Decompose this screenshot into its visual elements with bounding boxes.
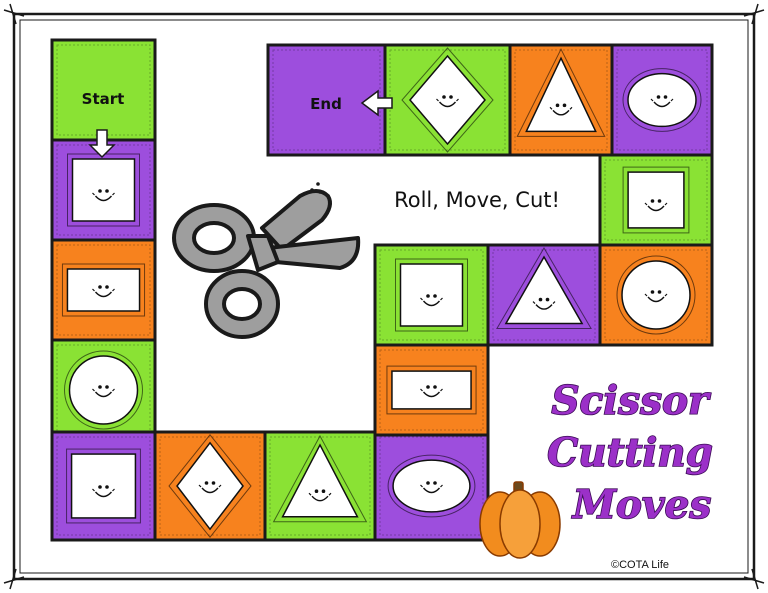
square-shape-icon — [66, 448, 141, 524]
square-shape-icon — [395, 258, 468, 332]
space-3 — [50, 338, 157, 442]
space-14 — [508, 43, 614, 157]
title-line-1: Scissor — [551, 378, 711, 424]
space-1 — [50, 138, 157, 242]
diamond-shape-icon — [401, 47, 494, 153]
board-path — [50, 38, 714, 542]
space-2 — [50, 238, 157, 342]
title-line-3: Moves — [571, 482, 712, 528]
circle-shape-icon — [64, 350, 143, 430]
space-9 — [373, 243, 490, 347]
end-arrow-icon — [360, 89, 393, 117]
space-5 — [153, 430, 267, 542]
space-12 — [598, 153, 714, 247]
circle-shape-icon — [616, 255, 696, 335]
space-15 — [383, 43, 512, 157]
oval-shape-icon — [387, 454, 476, 518]
square-shape-icon — [622, 166, 690, 234]
title-line-2: Cutting — [547, 430, 713, 476]
pumpkin-icon — [479, 481, 561, 559]
end-label: End — [310, 95, 342, 113]
rectangle-shape-icon — [61, 263, 146, 317]
space-10 — [486, 243, 602, 347]
start-label: Start — [82, 90, 125, 108]
diamond-shape-icon — [168, 434, 252, 538]
oval-shape-icon — [622, 68, 702, 132]
start-space — [50, 38, 157, 142]
space-8 — [373, 343, 490, 437]
square-shape-icon — [67, 153, 140, 227]
page-frame — [12, 12, 756, 581]
rectangle-shape-icon — [386, 365, 477, 415]
space-6 — [263, 430, 377, 542]
page-inner-frame — [19, 19, 749, 574]
triangle-shape-icon — [272, 434, 368, 523]
space-13 — [610, 43, 714, 157]
triangle-shape-icon — [496, 247, 592, 329]
scissors-icon — [172, 182, 361, 339]
space-7 — [373, 430, 490, 542]
start-arrow-icon — [88, 129, 116, 159]
copyright-credit: ©COTA Life — [611, 559, 669, 571]
triangle-shape-icon — [516, 48, 606, 137]
space-4 — [50, 430, 157, 542]
space-11 — [598, 243, 714, 347]
frame-corner-marks — [3, 3, 765, 590]
tagline: Roll, Move, Cut! — [394, 188, 560, 212]
